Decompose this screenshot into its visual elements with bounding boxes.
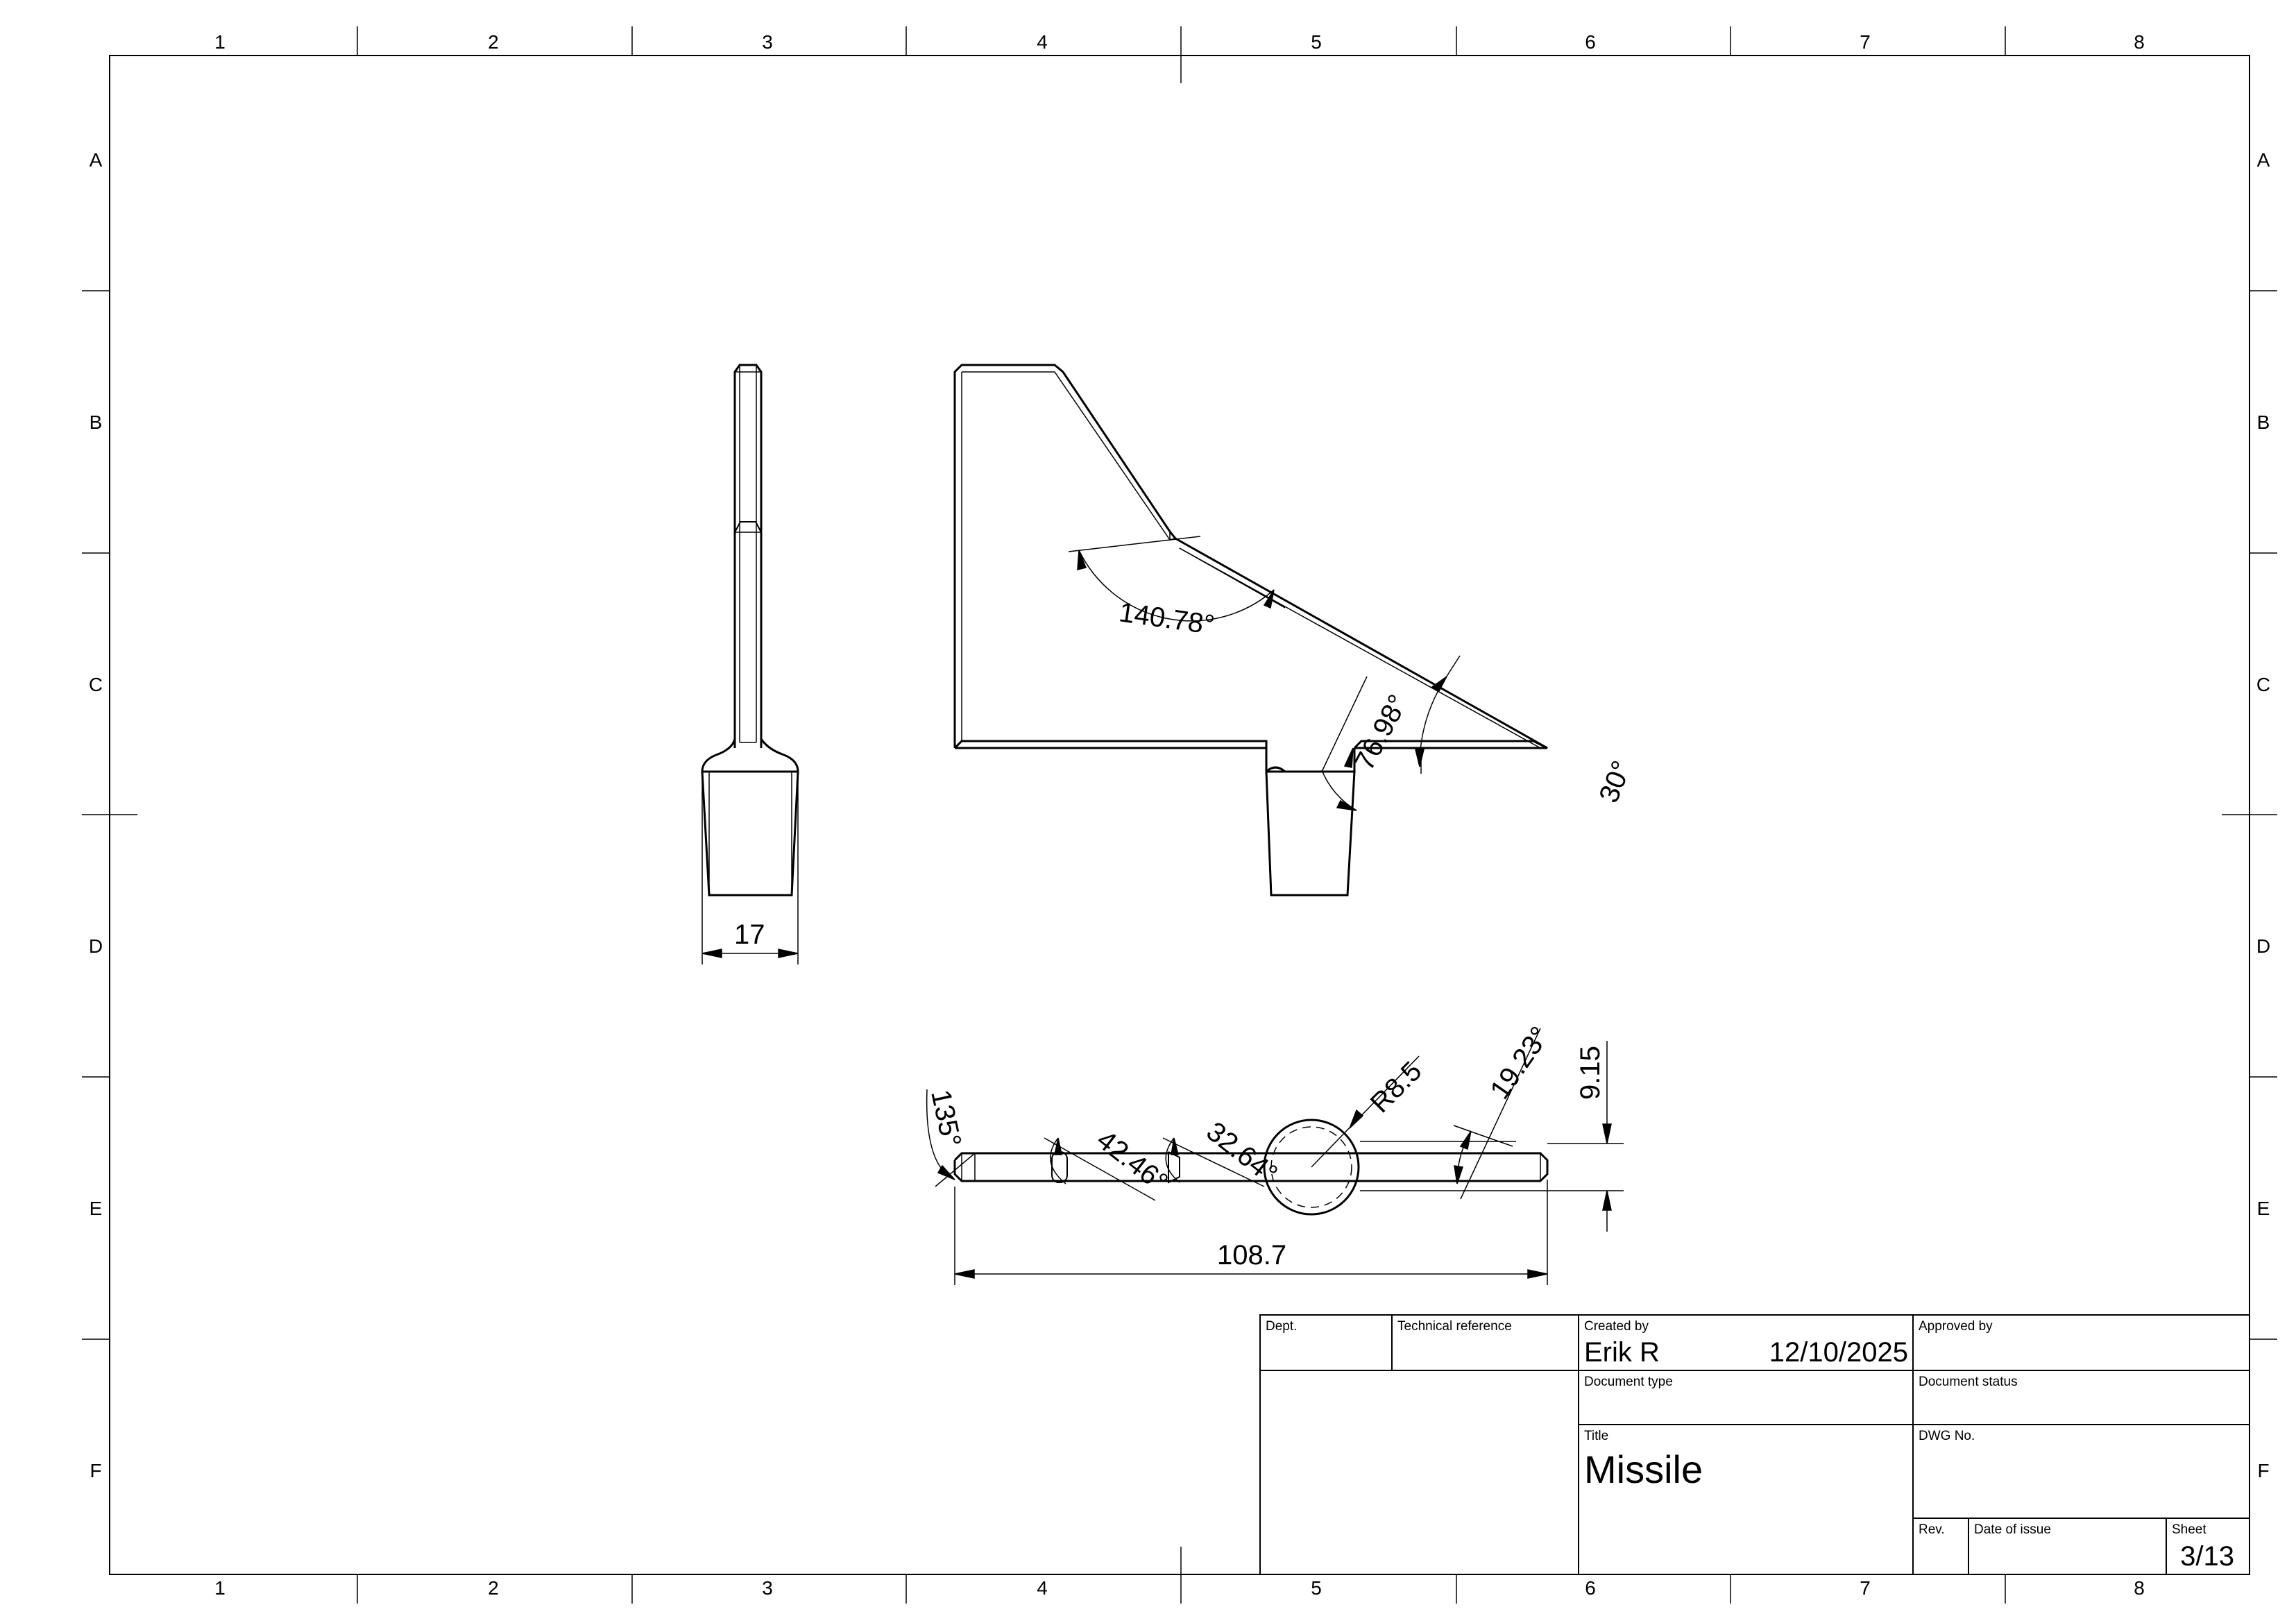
zone-col-7-bottom: 7 — [1860, 1577, 1871, 1599]
zone-col-2-bottom: 2 — [488, 1577, 499, 1599]
dim-label-30: 30° — [1593, 756, 1637, 807]
dim-label-140: 140.78° — [1117, 597, 1216, 640]
dim-width-17 — [701, 772, 799, 965]
zone-col-4-bottom: 4 — [1037, 1577, 1048, 1599]
tb-rev-label: Rev. — [1919, 1522, 1945, 1537]
zone-row-e-right: E — [2257, 1198, 2270, 1219]
tb-dept-label: Dept. — [1266, 1319, 1297, 1334]
zone-col-1-bottom: 1 — [214, 1577, 226, 1599]
dim-height-9 — [1360, 1041, 1624, 1232]
zone-col-5-bottom: 5 — [1311, 1577, 1322, 1599]
drawing-frame — [109, 55, 2250, 1575]
dim-length-108 — [954, 1180, 1548, 1285]
zone-col-1-top: 1 — [214, 31, 226, 53]
dim-label-radius: R8.5 — [1365, 1055, 1428, 1119]
dim-angle-42 — [1044, 1137, 1156, 1201]
dim-radius — [1311, 1055, 1420, 1168]
zone-col-7-top: 7 — [1860, 31, 1871, 53]
tb-dwg-no-label: DWG No. — [1919, 1429, 1975, 1443]
tb-tech-ref-label: Technical reference — [1397, 1319, 1512, 1334]
dim-angle-135 — [926, 1089, 976, 1187]
tb-sheet: 3/13 — [2180, 1541, 2234, 1572]
title-block — [1259, 1314, 2250, 1575]
zone-col-5-top: 5 — [1311, 31, 1322, 53]
zone-dividers — [82, 26, 2277, 1604]
dim-label-108: 108.7 — [1217, 1240, 1286, 1271]
tb-doc-type-label: Document type — [1584, 1375, 1673, 1389]
zone-col-6-bottom: 6 — [1585, 1577, 1596, 1599]
dim-angle-30 — [1415, 655, 1461, 774]
dim-angle-32 — [1162, 1137, 1265, 1187]
zone-col-3-bottom: 3 — [762, 1577, 773, 1599]
zone-col-2-top: 2 — [488, 31, 499, 53]
tb-date: 12/10/2025 — [1769, 1337, 1908, 1368]
dim-label-9: 9.15 — [1575, 1046, 1606, 1100]
dim-label-135: 135° — [925, 1087, 967, 1150]
zone-row-d-right: D — [2256, 935, 2270, 957]
dim-label-76: 76.98° — [1349, 690, 1413, 775]
tb-approved-by-label: Approved by — [1919, 1319, 1993, 1334]
tb-title-label: Title — [1584, 1429, 1608, 1443]
zone-col-6-top: 6 — [1585, 31, 1596, 53]
tb-title: Missile — [1584, 1447, 1703, 1491]
zone-row-f-right: F — [2257, 1460, 2269, 1481]
side-view — [701, 364, 799, 897]
zone-row-a-left: A — [90, 149, 103, 171]
dim-label-19: 19.23° — [1484, 1021, 1556, 1105]
dim-label-17: 17 — [734, 919, 765, 950]
zone-col-3-top: 3 — [762, 31, 773, 53]
zone-row-f-left: F — [90, 1460, 101, 1481]
front-view — [953, 364, 1548, 897]
zone-row-c-left: C — [89, 674, 103, 695]
tb-created-by: Erik R — [1584, 1337, 1660, 1368]
zone-row-c-right: C — [2256, 674, 2270, 695]
zone-col-8-top: 8 — [2134, 31, 2145, 53]
zone-col-8-bottom: 8 — [2134, 1577, 2145, 1599]
tb-sheet-label: Sheet — [2172, 1522, 2206, 1537]
zone-row-e-left: E — [90, 1198, 103, 1219]
tb-created-by-label: Created by — [1584, 1319, 1649, 1334]
dim-angle-19 — [1360, 1028, 1541, 1200]
zone-row-d-left: D — [89, 935, 103, 957]
tb-date-issue-label: Date of issue — [1974, 1522, 2051, 1537]
zone-row-b-left: B — [90, 411, 103, 433]
tb-doc-status-label: Document status — [1919, 1375, 2018, 1389]
body-circle — [1263, 1119, 1360, 1216]
dim-angle-76 — [1321, 676, 1368, 811]
zone-col-4-top: 4 — [1037, 31, 1048, 53]
zone-row-a-right: A — [2257, 149, 2270, 171]
dim-angle-140 — [1068, 536, 1286, 622]
zone-row-b-right: B — [2257, 411, 2270, 433]
